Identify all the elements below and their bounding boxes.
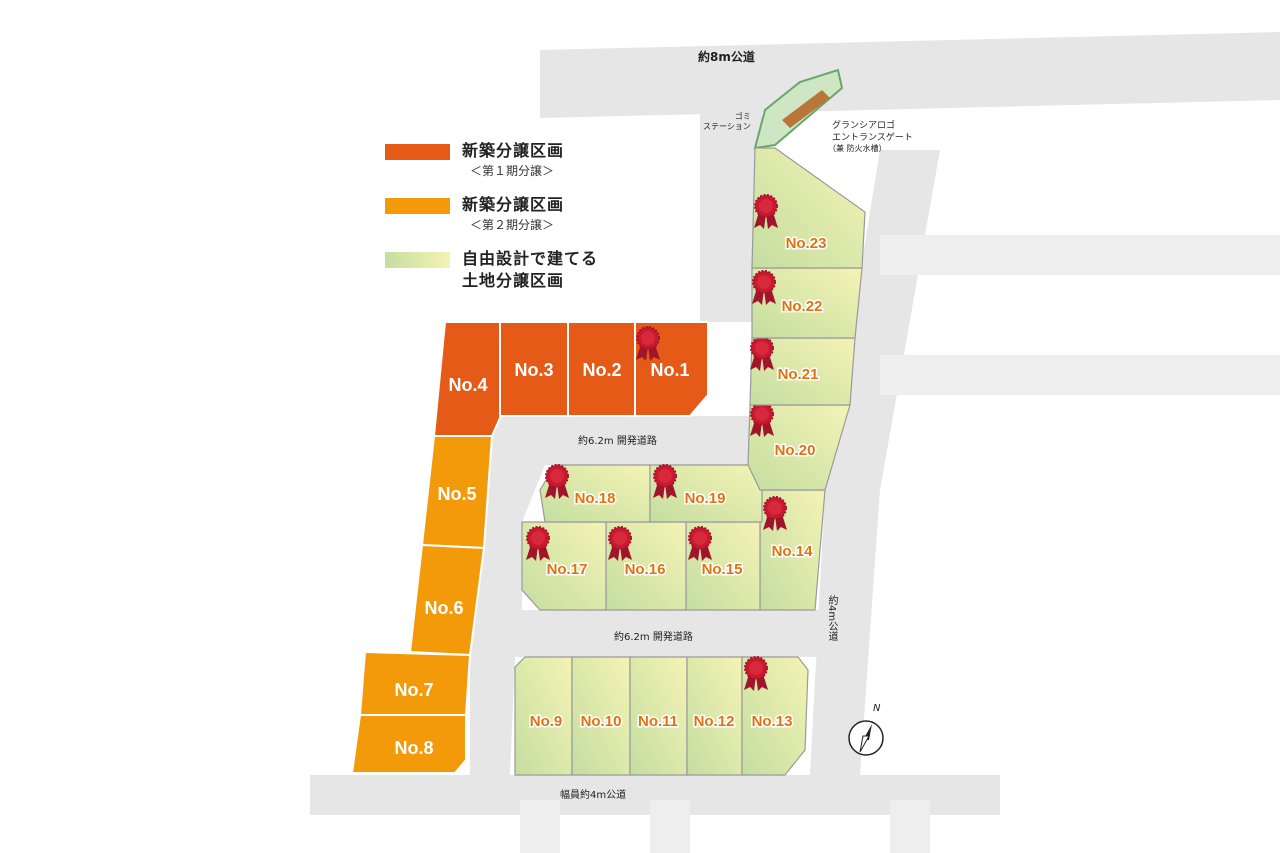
lot-no14[interactable]: No.14 bbox=[759, 489, 826, 611]
lot-label: No.20 bbox=[775, 442, 816, 459]
award-ribbon-icon bbox=[750, 402, 774, 437]
award-ribbon-icon bbox=[754, 194, 778, 229]
lot-label: No.11 bbox=[638, 713, 678, 730]
lot-no15[interactable]: No.15 bbox=[685, 521, 761, 611]
lot-shape bbox=[432, 321, 501, 437]
award-ribbon-icon bbox=[608, 526, 632, 561]
road-top bbox=[540, 32, 1280, 118]
lots: No.1 No.2 No.3No.4No.5No.6No.7No.8 No.9 No.1… bbox=[350, 147, 866, 776]
road-label-right: 約4m公道 bbox=[826, 595, 837, 642]
legend-title: 新築分譲区画 bbox=[462, 141, 565, 160]
lot-shape bbox=[751, 147, 866, 269]
road-label-dev-upper: 約6.2m 開発道路 bbox=[578, 436, 657, 447]
legend-title: 新築分譲区画 bbox=[462, 195, 565, 214]
lot-label: No.3 bbox=[514, 360, 553, 380]
lot-no16[interactable]: No.16 bbox=[605, 521, 687, 611]
award-ribbon-icon bbox=[526, 526, 550, 561]
lot-label: No.12 bbox=[694, 713, 735, 730]
lot-label: No.9 bbox=[530, 713, 563, 730]
award-ribbon-icon bbox=[653, 464, 677, 499]
lot-label: No.19 bbox=[685, 490, 726, 507]
lot-label: No.1 bbox=[650, 360, 689, 380]
lot-no10[interactable]: No.10 bbox=[571, 656, 631, 776]
lot-no11[interactable]: No.11 bbox=[629, 656, 688, 776]
lot-no8[interactable]: No.8 bbox=[350, 714, 467, 774]
lot-shape bbox=[514, 656, 573, 776]
award-ribbon-icon bbox=[545, 464, 569, 499]
lot-label: No.6 bbox=[424, 598, 463, 618]
lot-no7[interactable]: No.7 bbox=[358, 650, 472, 716]
lot-label: No.23 bbox=[786, 235, 827, 252]
award-ribbon-icon bbox=[744, 656, 768, 691]
lot-no9[interactable]: No.9 bbox=[514, 656, 573, 776]
legend-free-design: 自由設計で建てる 土地分譲区画 bbox=[385, 248, 598, 292]
lot-label: No.4 bbox=[448, 375, 487, 395]
legend-sub: ＜第１期分譲＞ bbox=[470, 164, 555, 178]
legend-swatch bbox=[385, 252, 450, 268]
road-label-dev-lower: 約6.2m 開発道路 bbox=[614, 632, 693, 643]
compass bbox=[848, 720, 884, 756]
lot-label: No.17 bbox=[547, 561, 588, 578]
lot-no23[interactable]: No.23 bbox=[751, 147, 866, 269]
lot-no20[interactable]: No.20 bbox=[747, 402, 851, 491]
road-bottom bbox=[310, 775, 1000, 815]
lot-label: No.16 bbox=[625, 561, 666, 578]
lot-no4[interactable]: No.4 bbox=[432, 321, 501, 437]
legend-title: 土地分譲区画 bbox=[462, 271, 565, 290]
legend-phase2: 新築分譲区画 ＜第２期分譲＞ bbox=[385, 194, 598, 234]
lot-label: No.15 bbox=[702, 561, 743, 578]
garbage-station-label: ゴミ ステーション bbox=[703, 112, 751, 131]
lot-no22[interactable]: No.22 bbox=[751, 267, 863, 339]
lot-label: No.18 bbox=[575, 490, 616, 507]
lot-label: No.14 bbox=[772, 543, 814, 560]
legend-phase1: 新築分譲区画 ＜第１期分譲＞ bbox=[385, 140, 598, 180]
lot-label: No.8 bbox=[394, 738, 433, 758]
legend-title: 自由設計で建てる bbox=[462, 249, 599, 268]
road-label-top: 約8m公道 bbox=[698, 50, 755, 64]
award-ribbon-icon bbox=[763, 496, 787, 531]
lot-no3[interactable]: No.3 bbox=[499, 321, 569, 417]
lot-label: No.13 bbox=[752, 713, 793, 730]
lot-no2[interactable]: No.2 bbox=[567, 321, 636, 417]
gate-label-3: （兼 防火水槽） bbox=[828, 144, 887, 153]
road-dev-lower bbox=[470, 610, 835, 775]
legend-sub: ＜第２期分譲＞ bbox=[470, 218, 555, 232]
award-ribbon-icon bbox=[750, 336, 774, 371]
roads bbox=[310, 32, 1280, 853]
award-ribbon-icon bbox=[636, 326, 660, 361]
lot-label: No.22 bbox=[782, 298, 823, 315]
lot-no17[interactable]: No.17 bbox=[521, 521, 607, 611]
lot-no5[interactable]: No.5 bbox=[420, 435, 494, 550]
award-ribbon-icon bbox=[688, 526, 712, 561]
lot-shape bbox=[350, 714, 467, 774]
lot-label: No.10 bbox=[581, 713, 622, 730]
lot-no13[interactable]: No.13 bbox=[741, 656, 809, 776]
lot-no6[interactable]: No.6 bbox=[408, 543, 486, 657]
compass-label: N bbox=[873, 703, 881, 714]
lot-no19[interactable]: No.19 bbox=[649, 464, 763, 523]
lot-label: No.5 bbox=[437, 484, 476, 504]
lot-no18[interactable]: No.18 bbox=[539, 464, 651, 523]
lot-label: No.2 bbox=[582, 360, 621, 380]
legend-swatch bbox=[385, 144, 450, 160]
lot-shape bbox=[649, 464, 763, 523]
gate-label-1: グランシアロゴ bbox=[832, 121, 896, 131]
lot-no12[interactable]: No.12 bbox=[686, 656, 743, 776]
entrance-gate bbox=[753, 68, 844, 150]
road-label-bottom: 幅員約4m公道 bbox=[560, 790, 627, 801]
gate-label-2: エントランスゲート bbox=[832, 133, 913, 143]
lot-no1[interactable]: No.1 bbox=[634, 321, 709, 417]
lot-label: No.7 bbox=[394, 680, 433, 700]
road-right bbox=[810, 150, 940, 775]
legend: 新築分譲区画 ＜第１期分譲＞ 新築分譲区画 ＜第２期分譲＞ 自由設計で建てる 土… bbox=[385, 140, 598, 306]
lot-no21[interactable]: No.21 bbox=[749, 336, 856, 406]
lot-label: No.21 bbox=[778, 366, 819, 383]
award-ribbon-icon bbox=[752, 270, 776, 305]
legend-swatch bbox=[385, 198, 450, 214]
road-vertical bbox=[700, 100, 762, 322]
